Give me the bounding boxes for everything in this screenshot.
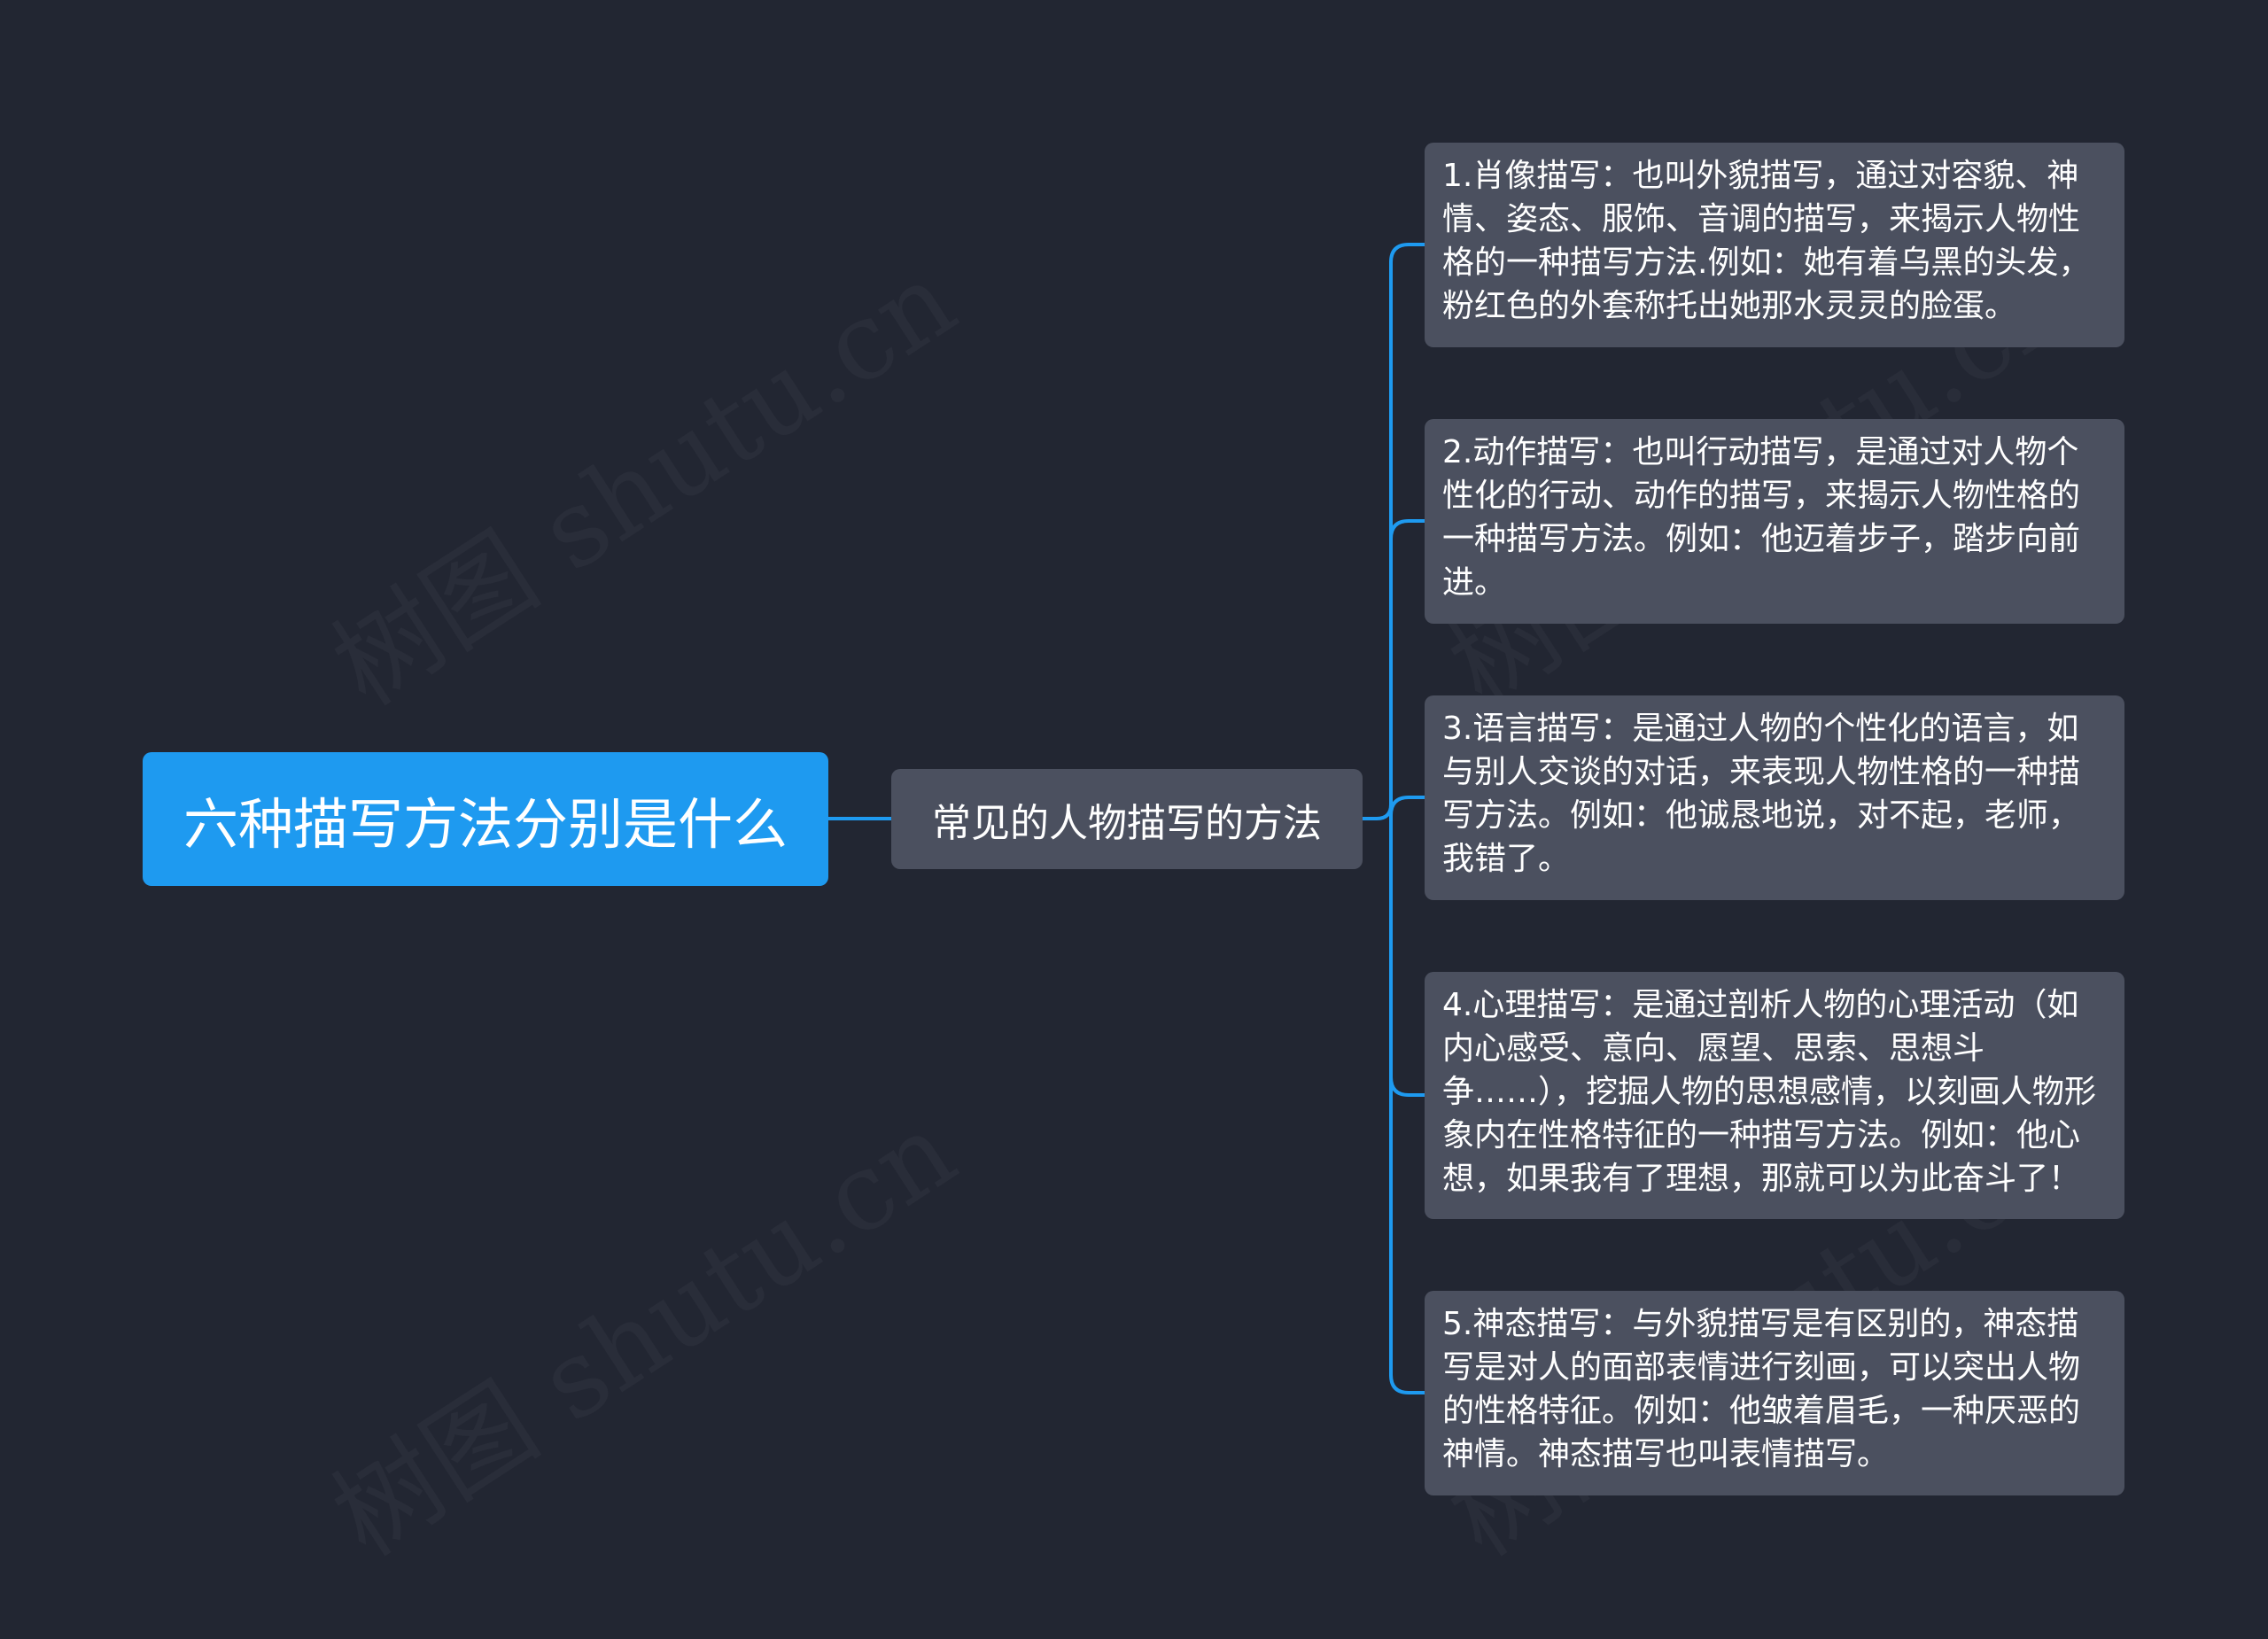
root-topic-label: 六种描写方法分别是什么 [183, 791, 788, 857]
root-topic[interactable]: 六种描写方法分别是什么 [143, 752, 828, 886]
subtopic-text: 4.心理描写：是通过剖析人物的心理活动（如内心感受、意向、愿望、思索、思想斗争…… [1442, 987, 2097, 1197]
branch-topic[interactable]: 常见的人物描写的方法 [891, 769, 1363, 869]
connector-branch-to-trunk [1361, 803, 1393, 820]
subtopic-text: 1.肖像描写：也叫外貌描写，通过对容貌、神情、姿态、服饰、音调的描写，来揭示人物… [1442, 158, 2091, 324]
branch-topic-label: 常见的人物描写的方法 [932, 800, 1322, 846]
subtopic-portrait-description[interactable]: 1.肖像描写：也叫外貌描写，通过对容貌、神情、姿态、服饰、音调的描写，来揭示人物… [1425, 143, 2124, 347]
subtopic-psychological-description[interactable]: 4.心理描写：是通过剖析人物的心理活动（如内心感受、意向、愿望、思索、思想斗争…… [1425, 972, 2124, 1219]
subtopic-expression-description[interactable]: 5.神态描写：与外貌描写是有区别的，神态描写是对人的面部表情进行刻画，可以突出人… [1425, 1291, 2124, 1495]
connector-leaf-1 [1389, 243, 1426, 264]
subtopic-text: 5.神态描写：与外貌描写是有区别的，神态描写是对人的面部表情进行刻画，可以突出人… [1442, 1306, 2081, 1472]
connector-leaf-4 [1389, 1076, 1426, 1097]
subtopic-action-description[interactable]: 2.动作描写：也叫行动描写，是通过对人物个性化的行动、动作的描写，来揭示人物性格… [1425, 419, 2124, 624]
subtopic-language-description[interactable]: 3.语言描写：是通过人物的个性化的语言，如与别人交谈的对话，来表现人物性格的一种… [1425, 695, 2124, 900]
subtopic-text: 2.动作描写：也叫行动描写，是通过对人物个性化的行动、动作的描写，来揭示人物性格… [1442, 434, 2081, 601]
connector-leaf-2 [1389, 519, 1426, 540]
connector-leaf-3 [1389, 796, 1426, 817]
connector-leaf-5 [1389, 1373, 1426, 1394]
subtopic-text: 3.语言描写：是通过人物的个性化的语言，如与别人交谈的对话，来表现人物性格的一种… [1442, 711, 2081, 877]
